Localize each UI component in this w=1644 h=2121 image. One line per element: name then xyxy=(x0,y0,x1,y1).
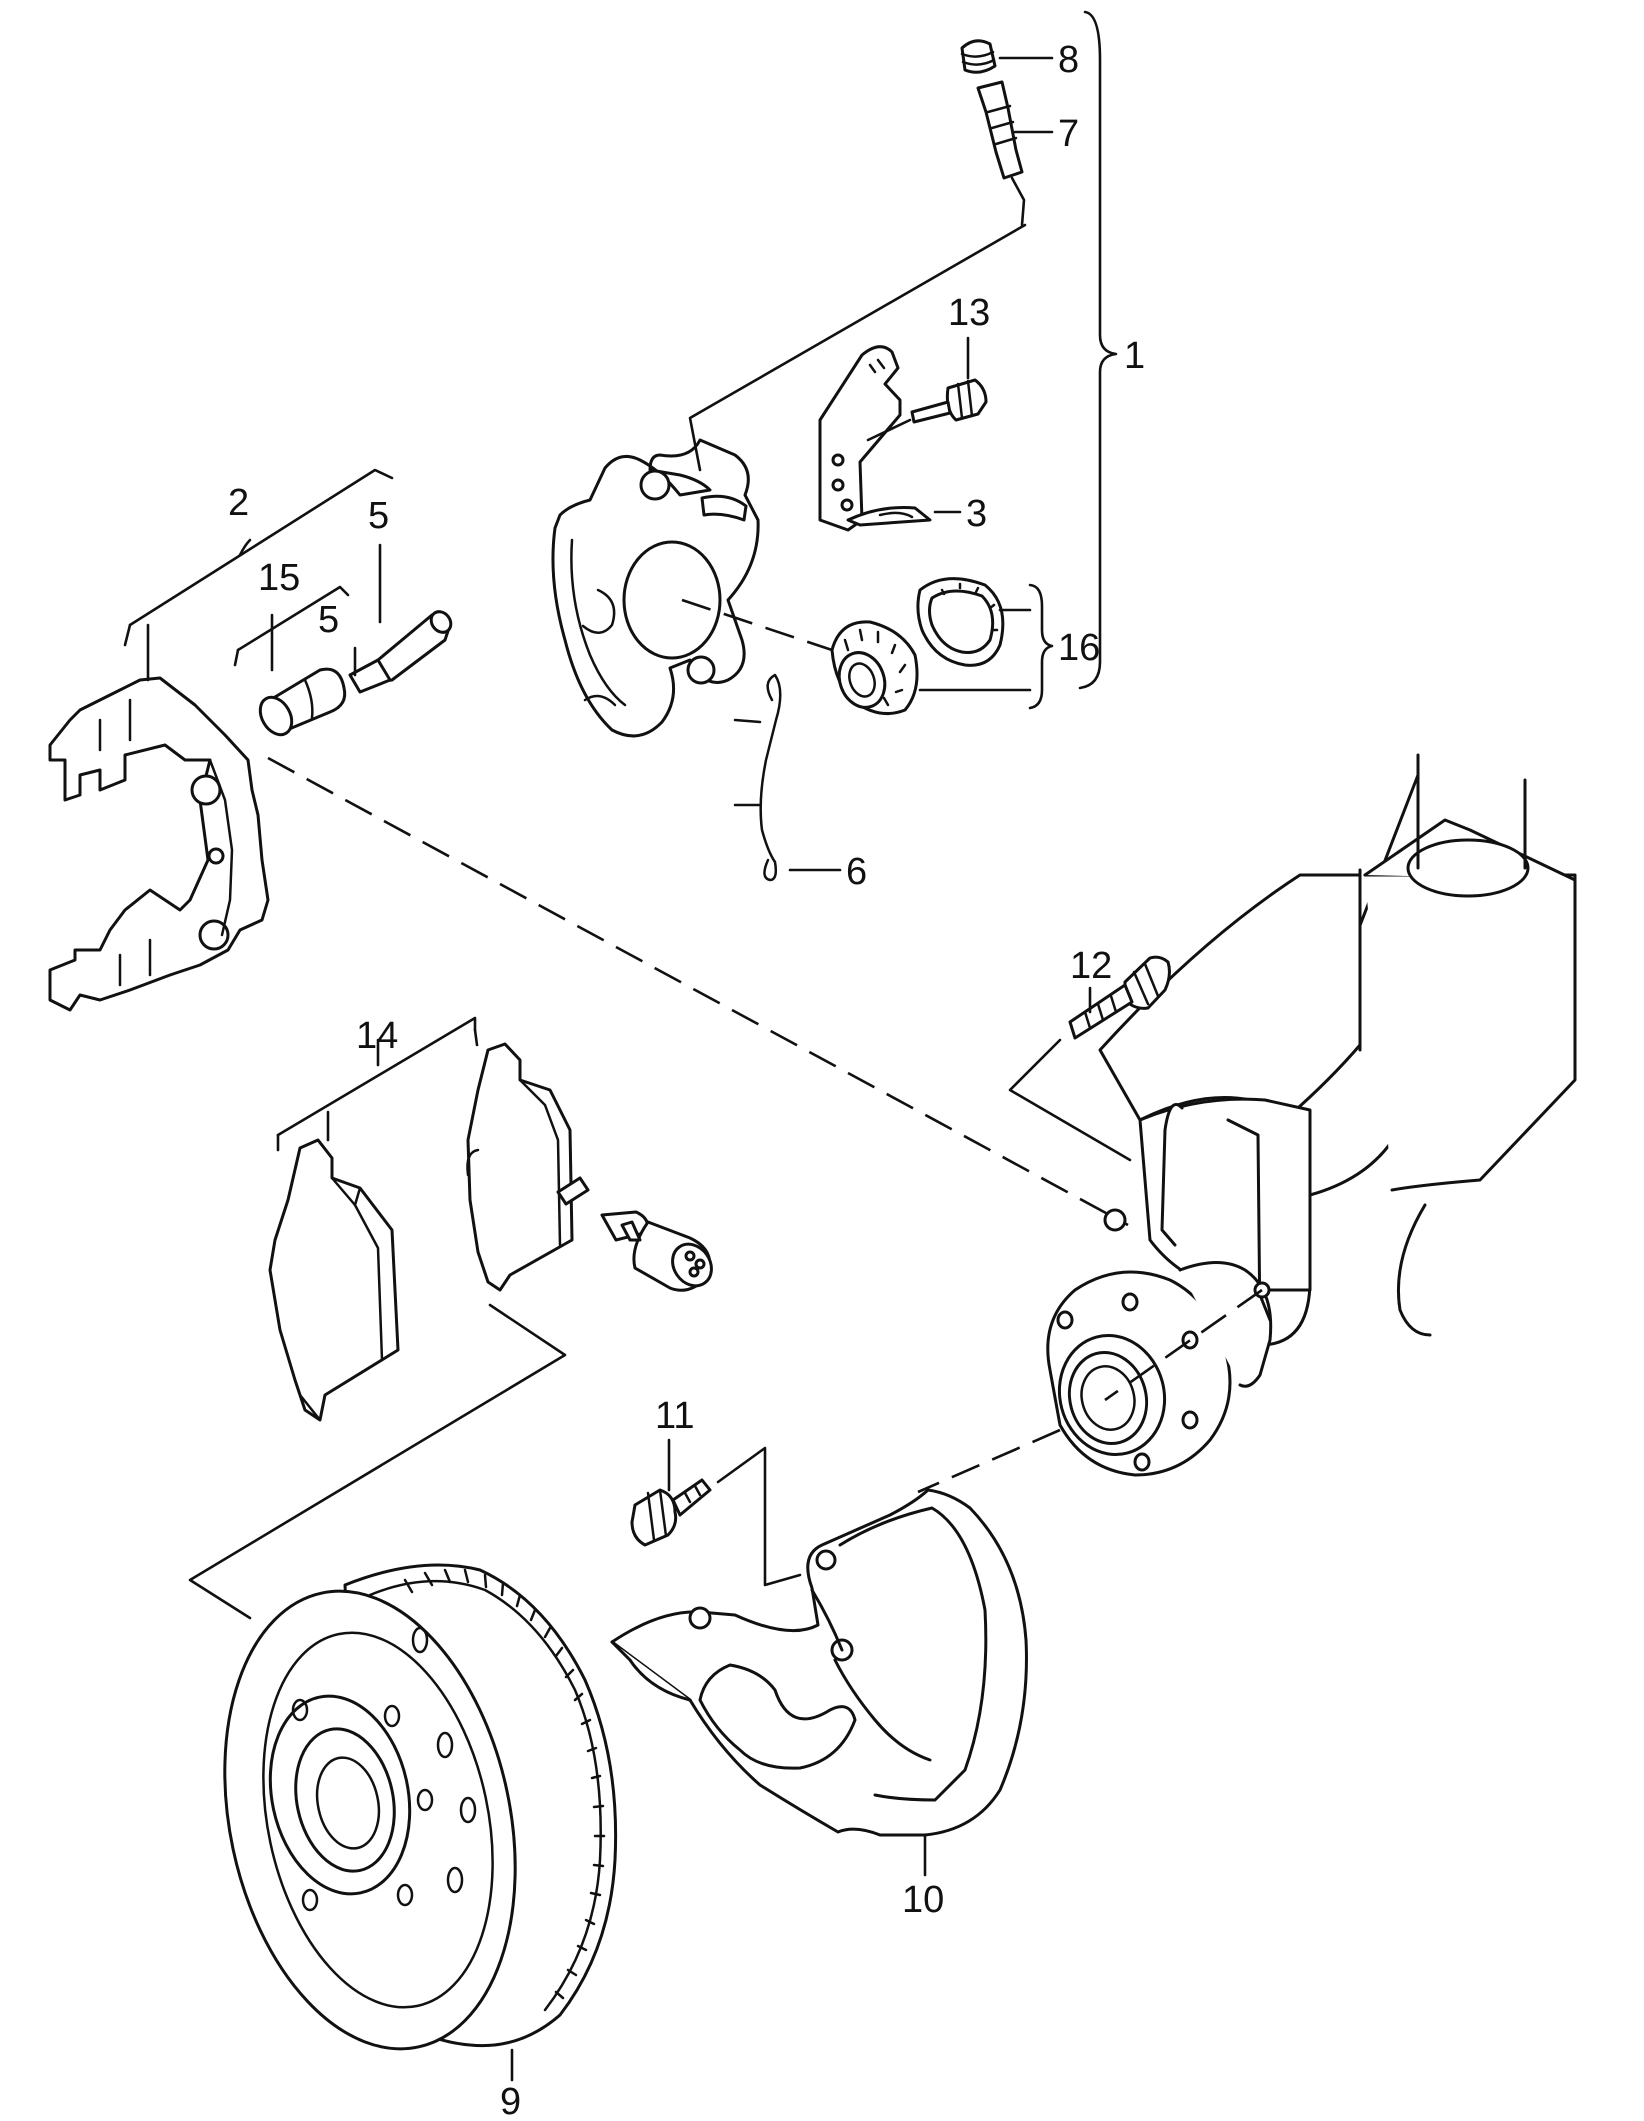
callout-7: 7 xyxy=(1058,113,1079,155)
callout-14: 14 xyxy=(356,1015,398,1057)
part-13-bolt xyxy=(866,378,988,442)
callout-16: 16 xyxy=(1058,627,1100,669)
part-16-bearing-and-ring xyxy=(681,577,1032,716)
part-11-bolt xyxy=(630,1446,802,1587)
wheel-hub-flange xyxy=(917,1261,1273,1494)
part-7-bleed-screw xyxy=(976,80,1026,227)
callout-5-upper: 5 xyxy=(368,495,389,537)
callout-6: 6 xyxy=(846,851,867,893)
part-12-bolt xyxy=(1008,955,1171,1162)
part-15-bushing xyxy=(258,667,347,737)
callout-3: 3 xyxy=(966,493,987,535)
part-3-guide-bracket xyxy=(818,345,932,532)
callout-11: 11 xyxy=(655,1395,694,1437)
callout-15: 15 xyxy=(258,557,300,599)
part-2-caliper-carrier xyxy=(48,676,270,1012)
part-9-brake-disc xyxy=(223,1563,618,2051)
callout-labels: 1 2 3 5 5 6 7 8 9 10 11 12 13 14 15 16 xyxy=(228,39,1145,2121)
part-10-splash-shield xyxy=(610,1488,1028,1837)
steering-knuckle-and-strut xyxy=(1098,753,1577,1347)
assembly-dashed-line-carrier-to-hub xyxy=(267,756,1129,1227)
part-8-bleed-screw-cap xyxy=(960,39,997,74)
callout-2: 2 xyxy=(228,482,249,524)
callout-leaders xyxy=(123,10,1118,2082)
caliper-housing xyxy=(551,223,1027,738)
callout-1: 1 xyxy=(1124,335,1145,377)
callout-8: 8 xyxy=(1058,39,1079,81)
callout-13: 13 xyxy=(948,292,990,334)
part-6-wear-sensor-wire xyxy=(733,673,782,882)
callout-12: 12 xyxy=(1070,945,1112,987)
callout-10: 10 xyxy=(902,1879,944,1921)
part-5-guide-pin xyxy=(348,610,453,694)
callout-9: 9 xyxy=(500,2081,521,2121)
part-14-brake-pads xyxy=(188,1042,713,1620)
callout-5-lower: 5 xyxy=(318,599,339,641)
